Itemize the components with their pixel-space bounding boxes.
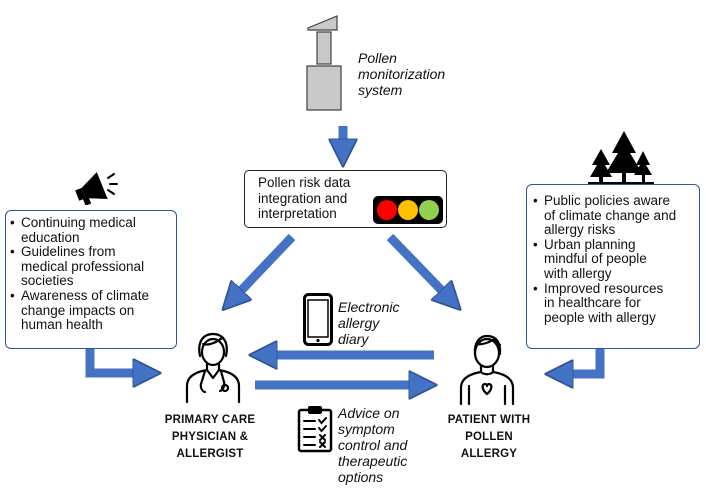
item-line: Urban planning (544, 236, 636, 252)
smartphone-icon (303, 293, 333, 346)
diary-label-line: allergy (338, 315, 380, 331)
right-box-item: Improved resources in healthcare for peo… (532, 280, 696, 326)
arrow-right-box-to-patient (562, 349, 605, 374)
item-line: allergy risks (544, 222, 616, 238)
item-line: medical professional (21, 258, 145, 274)
risk-box-line: interpretation (258, 206, 337, 221)
right-box-item: Public policies aware of climate change … (532, 193, 696, 238)
physician-label-line: PRIMARY CARE (164, 414, 256, 426)
item-line: human health (21, 317, 103, 333)
item-line: education (21, 229, 80, 245)
diary-label-line: Electronic (338, 299, 400, 315)
advice-label: Advice on symptom control and therapeuti… (338, 405, 407, 485)
advice-label-line: therapeutic (338, 453, 408, 469)
pollen-trap-icon (306, 15, 342, 111)
arrow-risk-to-physician (234, 233, 296, 298)
advice-label-line: symptom (338, 421, 395, 437)
physician-label: PRIMARY CARE PHYSICIAN & ALLERGIST (154, 412, 266, 463)
traffic-light-green (419, 200, 439, 220)
diary-label-line: diary (338, 331, 369, 347)
patient-label: PATIENT WITH POLLEN ALLERGY (434, 412, 544, 463)
left-box-list: Continuing medical education Guidelines … (9, 215, 172, 333)
item-line: societies (21, 273, 74, 289)
risk-box-line: integration and (258, 190, 348, 206)
source-label-line: Pollen (358, 50, 397, 66)
left-box-item: Guidelines from medical professional soc… (9, 245, 172, 289)
left-box-item: Continuing medical education (9, 215, 172, 245)
patient-label-line: PATIENT WITH (447, 414, 531, 426)
right-box-item: Urban planning mindful of people with al… (532, 236, 696, 282)
risk-box: Pollen risk data integration and interpr… (244, 170, 447, 228)
item-line: with allergy (544, 265, 612, 281)
item-line: Guidelines from (21, 244, 116, 260)
right-box: Public policies aware of climate change … (526, 184, 700, 349)
patient-label-line: ALLERGY (460, 448, 518, 460)
traffic-light-amber (398, 200, 418, 220)
advice-label-line: Advice on (338, 405, 400, 421)
arrow-left-box-to-physician (85, 349, 144, 373)
source-label: Pollen monitorization system (358, 50, 445, 98)
item-line: Continuing medical (21, 215, 136, 230)
item-line: people with allergy (544, 309, 656, 325)
traffic-light-icon (373, 196, 443, 224)
source-label-line: monitorization (358, 66, 446, 82)
right-box-list: Public policies aware of climate change … (532, 193, 696, 326)
patient-label-line: POLLEN (465, 431, 513, 443)
item-line: change impacts on (21, 302, 135, 318)
physician-icon (185, 332, 241, 404)
item-line: Improved resources (544, 280, 664, 296)
arrow-risk-to-patient (386, 233, 449, 298)
item-line: mindful of people (544, 251, 647, 267)
item-line: Awareness of climate (21, 287, 150, 303)
advice-label-line: control and (338, 437, 408, 453)
item-line: in healthcare for (544, 295, 641, 311)
risk-box-line: Pollen risk data (258, 175, 351, 190)
patient-icon (459, 334, 515, 406)
source-label-line: system (358, 82, 403, 98)
left-box-item: Awareness of climate change impacts on h… (9, 287, 172, 333)
item-line: Public policies aware (544, 193, 671, 208)
diary-label: Electronic allergy diary (338, 299, 399, 347)
physician-label-line: PHYSICIAN & (171, 431, 249, 443)
clipboard-checklist-icon (297, 406, 333, 453)
physician-label-line: ALLERGIST (176, 448, 244, 460)
advice-label-line: options (338, 469, 384, 485)
megaphone-icon (75, 172, 118, 205)
trees-icon (588, 131, 654, 184)
left-box: Continuing medical education Guidelines … (5, 210, 177, 349)
item-line: of climate change and (544, 207, 677, 223)
traffic-light-red (377, 200, 397, 220)
